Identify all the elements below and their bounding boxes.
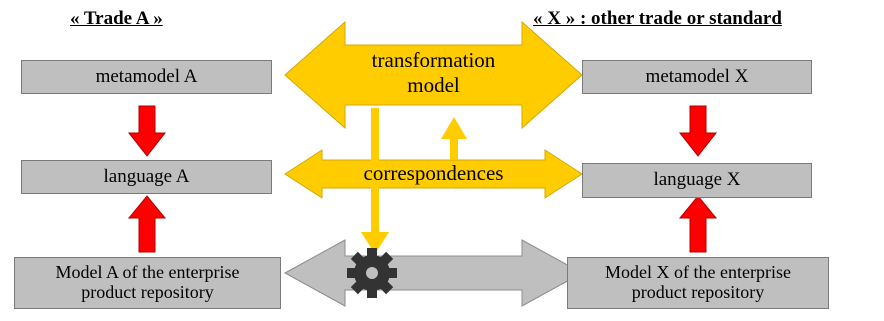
gear-icon <box>347 248 397 298</box>
model-a-line2: product repository <box>81 282 214 302</box>
model-x-line2: product repository <box>631 282 765 302</box>
trade-x-title: « X » : other trade or standard <box>533 8 782 29</box>
correspondences-label: correspondences <box>363 161 504 185</box>
language-a-label: language A <box>103 165 190 187</box>
red-arrow-right-up <box>678 195 718 253</box>
yellow-up-arrow-head <box>441 117 467 139</box>
model-a-box: Model A of the enterprise product reposi… <box>14 257 281 309</box>
red-arrow-right-down <box>678 105 718 157</box>
language-x-label: language X <box>653 169 741 191</box>
trade-a-title: « Trade A » <box>70 8 163 29</box>
yellow-down-arrow-shaft <box>371 108 379 235</box>
metamodel-x-box: metamodel X <box>582 60 812 94</box>
metamodel-x-label: metamodel X <box>645 65 749 87</box>
red-arrow-left-up <box>127 195 167 253</box>
language-a-box: language A <box>21 160 272 194</box>
yellow-down-arrow-head <box>361 232 389 254</box>
model-x-line1: Model X of the enterprise <box>605 262 791 283</box>
model-x-box: Model X of the enterprise product reposi… <box>567 257 829 309</box>
transformation-model-label: transformation model <box>345 48 522 98</box>
metamodel-a-label: metamodel A <box>95 65 198 87</box>
red-arrow-left-down <box>127 105 167 157</box>
gray-double-arrow <box>283 239 584 307</box>
transformation-label-line1: transformation <box>371 48 496 72</box>
transformation-label-line2: model <box>407 73 460 98</box>
metamodel-a-box: metamodel A <box>21 60 272 94</box>
model-a-line1: Model A of the enterprise <box>55 262 240 283</box>
yellow-up-arrow-shaft <box>450 138 458 160</box>
language-x-box: language X <box>582 163 812 198</box>
